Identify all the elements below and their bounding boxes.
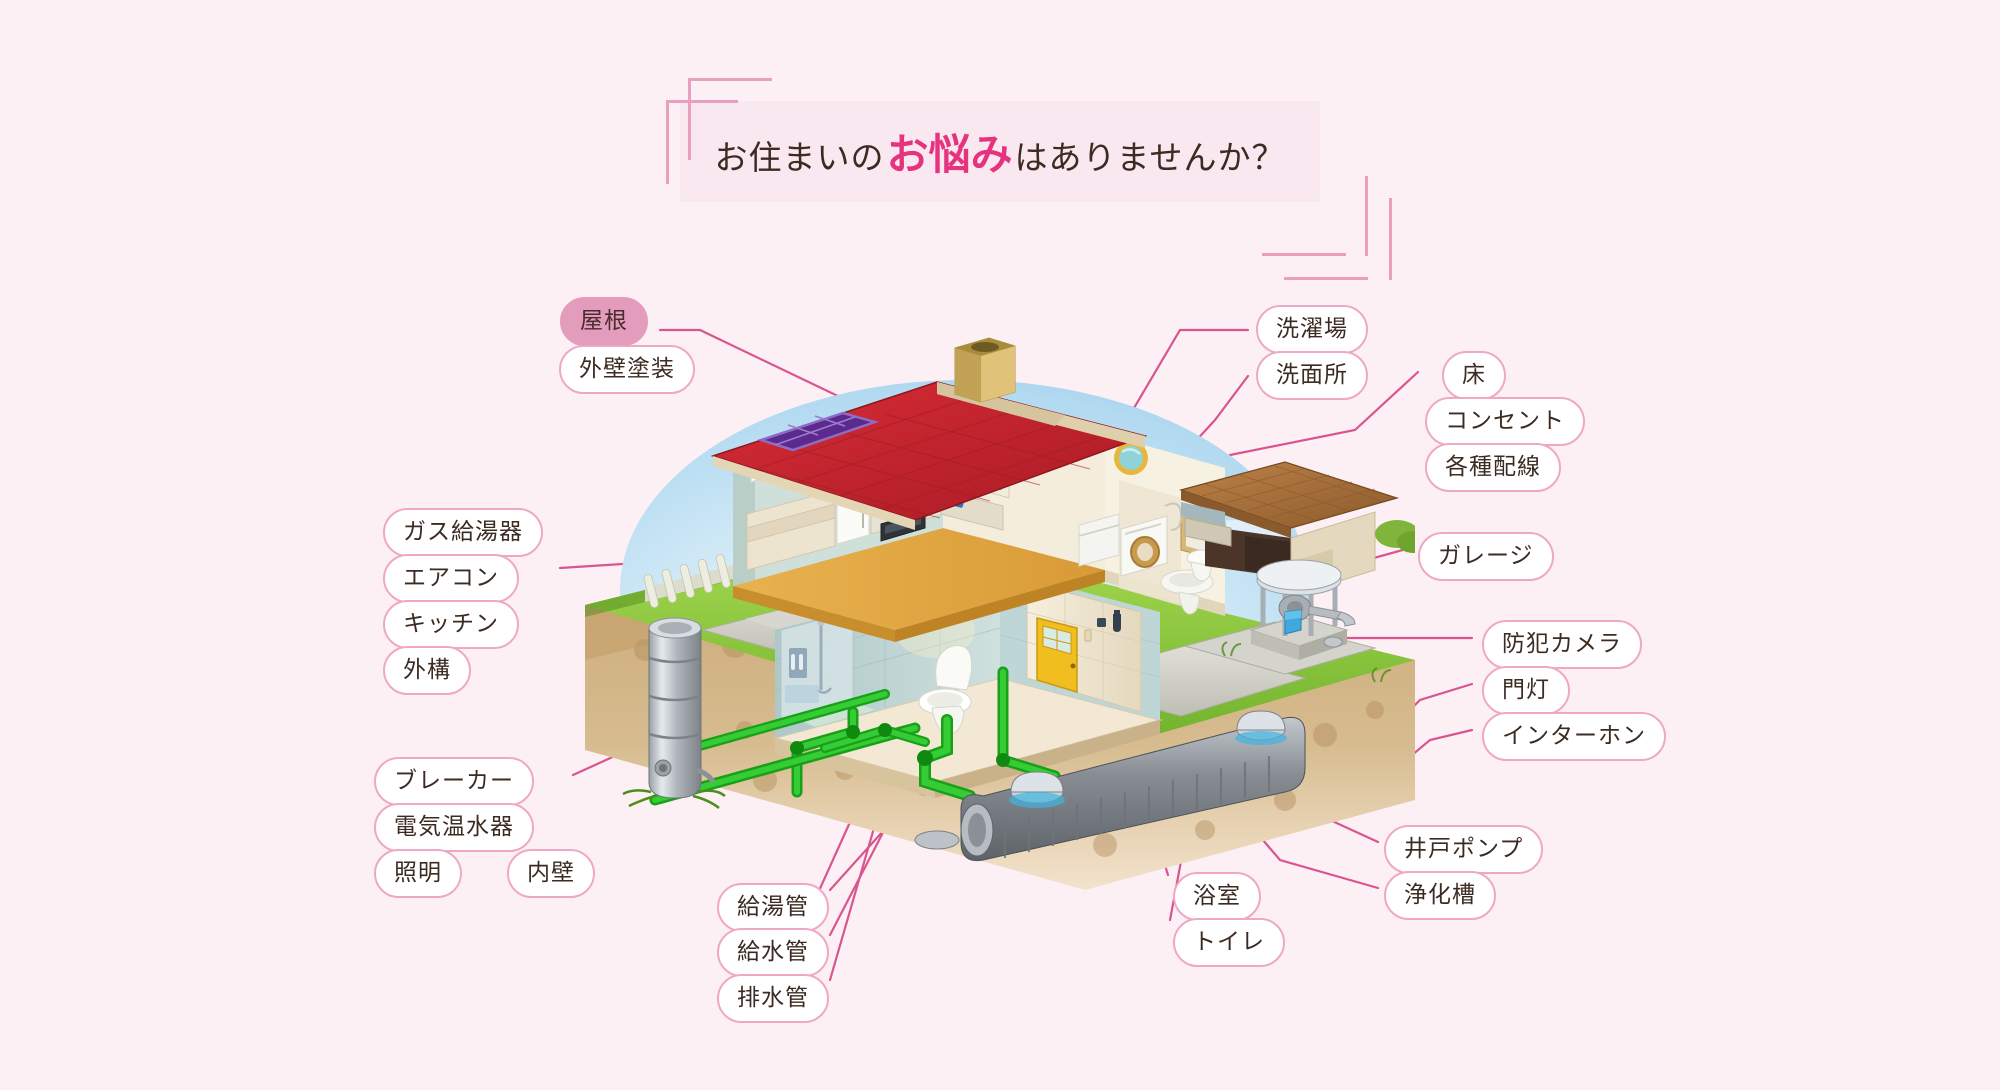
label-drain-pipe[interactable]: 排水管 — [717, 974, 829, 1023]
cutaway-house-illustration — [585, 330, 1415, 890]
corner-bracket-top-left-icon — [666, 78, 786, 198]
title-banner: お住まいのお悩みはありませんか？ — [680, 101, 1320, 202]
label-floor[interactable]: 床 — [1442, 351, 1506, 400]
title-prefix: お住まいの — [714, 139, 885, 176]
label-wiring[interactable]: 各種配線 — [1425, 443, 1561, 492]
washing-machine — [1078, 513, 1168, 577]
label-exterior-works[interactable]: 外構 — [383, 646, 471, 695]
wall-fixture-icons — [1097, 610, 1121, 632]
label-hot-water-pipe[interactable]: 給湯管 — [717, 883, 829, 932]
label-gas-heater[interactable]: ガス給湯器 — [383, 508, 543, 557]
label-water-heater[interactable]: 電気温水器 — [374, 803, 534, 852]
green-water-pipes — [649, 666, 1061, 806]
label-laundry[interactable]: 洗濯場 — [1256, 305, 1368, 354]
septic-tank — [914, 710, 1306, 862]
label-intercom[interactable]: インターホン — [1482, 712, 1666, 761]
corner-bracket-bottom-right-icon — [1262, 150, 1392, 280]
label-air-conditioner[interactable]: エアコン — [383, 554, 519, 603]
label-well-pump[interactable]: 井戸ポンプ — [1384, 825, 1544, 874]
label-breaker[interactable]: ブレーカー — [374, 757, 534, 806]
well-pump — [1249, 559, 1356, 660]
round-window — [1114, 441, 1148, 475]
label-garage[interactable]: ガレージ — [1418, 532, 1554, 581]
label-exterior-paint[interactable]: 外壁塗装 — [559, 345, 695, 394]
page-title: お住まいのお悩みはありませんか？ — [714, 121, 1285, 182]
title-suffix: はありませんか？ — [1014, 139, 1286, 176]
well-shaft — [622, 617, 726, 809]
septic-manhole-2 — [1235, 710, 1287, 745]
yellow-door — [1036, 617, 1078, 694]
shower-unit — [780, 610, 854, 729]
label-outlet[interactable]: コンセント — [1425, 397, 1585, 446]
label-washroom[interactable]: 洗面所 — [1256, 351, 1368, 400]
label-bathroom[interactable]: 浴室 — [1173, 872, 1261, 921]
label-lighting[interactable]: 照明 — [374, 849, 462, 898]
toilet-fixture — [918, 645, 973, 735]
chimney — [954, 337, 1016, 403]
label-gate-light[interactable]: 門灯 — [1482, 666, 1570, 715]
septic-manhole — [1009, 771, 1065, 808]
label-kitchen[interactable]: キッチン — [383, 600, 519, 649]
label-water-pipe[interactable]: 給水管 — [717, 928, 829, 977]
label-toilet[interactable]: トイレ — [1173, 918, 1285, 967]
label-security-camera[interactable]: 防犯カメラ — [1482, 620, 1642, 669]
title-accent: お悩み — [886, 131, 1013, 178]
label-inner-wall[interactable]: 内壁 — [507, 849, 595, 898]
solar-panel — [756, 411, 880, 452]
label-septic-tank[interactable]: 浄化槽 — [1384, 871, 1496, 920]
label-roof[interactable]: 屋根 — [560, 297, 648, 346]
